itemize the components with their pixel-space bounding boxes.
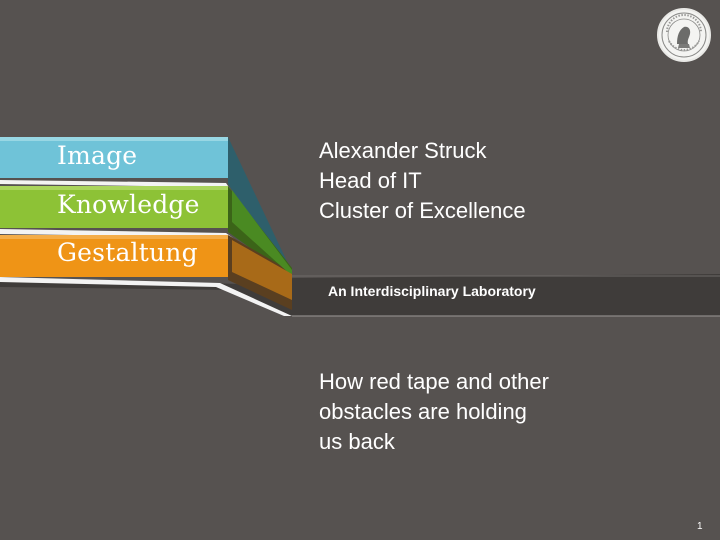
band-label-image: Image xyxy=(57,141,138,170)
speaker-organization: Cluster of Excellence xyxy=(319,198,526,223)
band-image xyxy=(0,137,228,178)
talk-title-line: How red tape and other xyxy=(319,369,549,394)
band-label-knowledge: Knowledge xyxy=(57,190,200,219)
talk-title-line: us back xyxy=(319,429,395,454)
band-gestaltung xyxy=(0,235,228,277)
speaker-role: Head of IT xyxy=(319,168,422,193)
band-label-gestaltung: Gestaltung xyxy=(57,238,198,267)
tagline: An Interdisciplinary Laboratory xyxy=(328,283,536,299)
page-number: 1 xyxy=(697,521,703,532)
university-seal-icon xyxy=(657,8,711,62)
speaker-name: Alexander Struck xyxy=(319,138,487,163)
talk-title-line: obstacles are holding xyxy=(319,399,527,424)
band-knowledge xyxy=(0,186,228,228)
speaker-block: Alexander Struck Head of IT Cluster of E… xyxy=(319,136,526,226)
decorative-banner xyxy=(0,137,720,317)
talk-title: How red tape and other obstacles are hol… xyxy=(319,367,549,457)
